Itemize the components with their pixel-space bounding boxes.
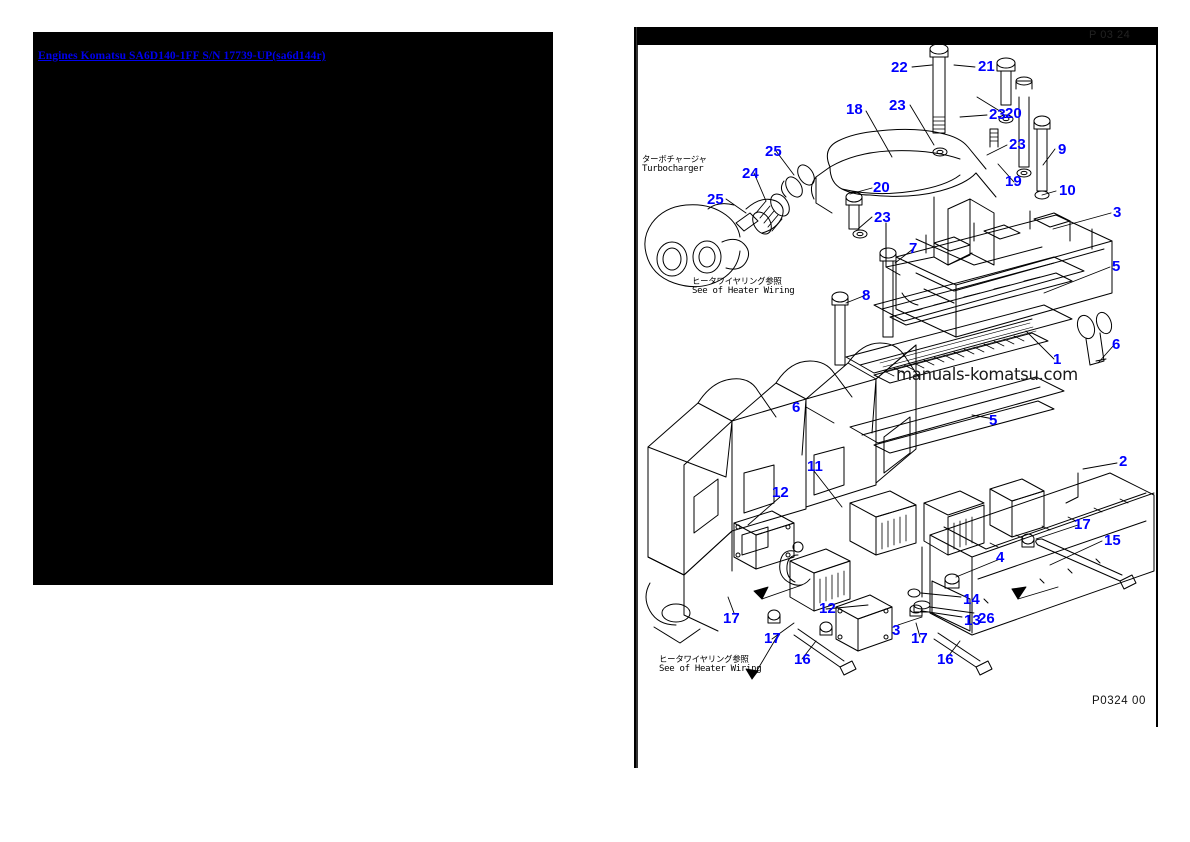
callout-number: 17 [911, 630, 928, 647]
callout-number: 7 [909, 240, 918, 257]
callout-number: 10 [1059, 182, 1076, 199]
annotation-turbocharger-en: Turbocharger [642, 164, 704, 175]
callout-number: 6 [792, 399, 801, 416]
callout-number: 23 [889, 97, 906, 114]
annotation-turbocharger-jp: ターボチャージャ [642, 154, 707, 164]
callout-number: 20 [1005, 105, 1022, 122]
callout-number: 3 [892, 622, 901, 639]
diagram-header-mask [637, 27, 1156, 45]
callout-number: 12 [819, 600, 836, 617]
callout-number: 16 [794, 651, 811, 668]
annotation-heater-wiring-lower-jp: ヒータワイヤリング参照 [659, 654, 749, 664]
callout-number: 23 [1009, 136, 1026, 153]
annotation-heater-wiring-upper: ヒータワイヤリング参照 See of Heater Wiring [692, 276, 795, 297]
callout-number: 17 [1074, 516, 1091, 533]
callout-number: 18 [846, 101, 863, 118]
callout-number: 9 [1058, 141, 1067, 158]
callout-number: 15 [1104, 532, 1121, 549]
page-code-label: P 03 24 [1089, 29, 1131, 41]
exploded-parts-drawing [636, 27, 1155, 768]
callout-number: 2 [1119, 453, 1128, 470]
callout-number: 17 [723, 610, 740, 627]
document-viewer-panel [33, 32, 553, 585]
annotation-turbocharger: ターボチャージャ Turbocharger [642, 154, 707, 175]
annotation-heater-wiring-lower: ヒータワイヤリング参照 See of Heater Wiring [659, 654, 762, 675]
annotation-heater-wiring-upper-jp: ヒータワイヤリング参照 [692, 276, 782, 286]
callout-number: 25 [765, 143, 782, 160]
diagram-frame-left-border [634, 27, 636, 768]
callout-number: 13 [964, 612, 981, 629]
callout-number: 14 [963, 591, 980, 608]
callout-number: 1 [1053, 351, 1062, 368]
annotation-heater-wiring-lower-en: See of Heater Wiring [659, 664, 762, 675]
callout-number: 8 [862, 287, 871, 304]
callout-number: 3 [1113, 204, 1122, 221]
annotation-heater-wiring-upper-en: See of Heater Wiring [692, 286, 795, 297]
callout-number: 24 [742, 165, 759, 182]
drawing-part-number: P0324 00 [1092, 695, 1147, 707]
callout-number: 20 [873, 179, 890, 196]
parts-diagram-panel: P 03 24 ターボチャージャ Turbocharger ヒータワイヤリング参… [634, 27, 1158, 768]
callout-number: 17 [764, 630, 781, 647]
callout-number: 22 [891, 59, 908, 76]
site-watermark: manuals-komatsu.com [896, 365, 1078, 384]
callout-number: 5 [989, 412, 998, 429]
diagram-frame-right-border [1156, 27, 1158, 727]
callout-number: 26 [978, 610, 995, 627]
callout-number: 25 [707, 191, 724, 208]
callout-number: 21 [978, 58, 995, 75]
callout-number: 12 [772, 484, 789, 501]
callout-number: 23 [989, 106, 1006, 123]
catalog-title-link[interactable]: Engines Komatsu SA6D140-1FF S/N 17739-UP… [38, 50, 326, 62]
callout-number: 4 [996, 549, 1005, 566]
callout-number: 16 [937, 651, 954, 668]
callout-number: 11 [807, 458, 823, 475]
callout-number: 5 [1112, 258, 1121, 275]
callout-number: 6 [1112, 336, 1121, 353]
callout-number: 19 [1005, 173, 1022, 190]
callout-number: 23 [874, 209, 891, 226]
